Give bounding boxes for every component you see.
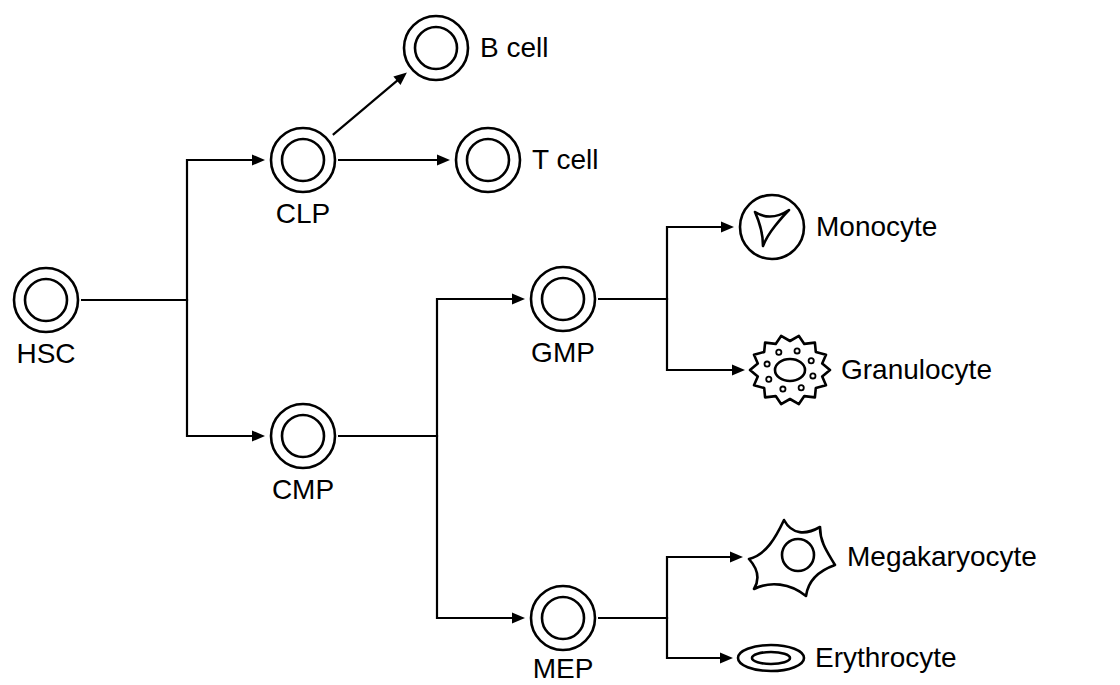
cell-label: MEP xyxy=(533,655,594,683)
cell-shape xyxy=(748,333,832,407)
cell-label: HSC xyxy=(16,340,75,368)
cell-node: HSC xyxy=(11,265,81,335)
cell-node: CMP xyxy=(268,401,338,471)
lineage-arrow xyxy=(338,155,450,166)
cell-node: Erythrocyte xyxy=(736,642,806,674)
cell-label: GMP xyxy=(531,339,595,367)
lineage-arrow xyxy=(598,222,734,300)
cell-label: T cell xyxy=(532,146,598,174)
cell-node: GMP xyxy=(528,264,598,334)
cell-shape xyxy=(11,265,81,335)
cell-node: MEP xyxy=(528,583,598,653)
cell-shape xyxy=(746,515,838,599)
cell-label: B cell xyxy=(480,34,548,62)
cell-shape xyxy=(401,13,471,83)
lineage-arrow xyxy=(81,155,265,301)
cell-node: B cell xyxy=(401,13,471,83)
cell-label: CLP xyxy=(276,200,330,228)
cell-node: Monocyte xyxy=(737,192,807,262)
cell-shape xyxy=(528,264,598,334)
cell-node: T cell xyxy=(453,125,523,195)
cell-node: Granulocyte xyxy=(748,333,832,407)
lineage-arrow xyxy=(81,300,265,442)
cell-shape xyxy=(268,125,338,195)
cell-label: Megakaryocyte xyxy=(847,543,1037,571)
cell-node: CLP xyxy=(268,125,338,195)
cell-node: Megakaryocyte xyxy=(746,515,838,599)
lineage-arrow xyxy=(338,436,525,624)
lineage-arrow xyxy=(598,618,733,664)
lineage-arrow xyxy=(598,299,745,376)
cell-shape xyxy=(268,401,338,471)
cell-shape xyxy=(736,642,806,674)
cell-shape xyxy=(737,192,807,262)
cell-label: CMP xyxy=(272,476,334,504)
cell-label: Monocyte xyxy=(816,213,937,241)
cell-shape xyxy=(528,583,598,653)
lineage-arrow xyxy=(338,294,525,437)
cell-label: Erythrocyte xyxy=(815,644,957,672)
lineage-arrow xyxy=(333,73,407,135)
lineage-arrow xyxy=(598,552,743,619)
cell-shape xyxy=(453,125,523,195)
cell-label: Granulocyte xyxy=(841,356,992,384)
